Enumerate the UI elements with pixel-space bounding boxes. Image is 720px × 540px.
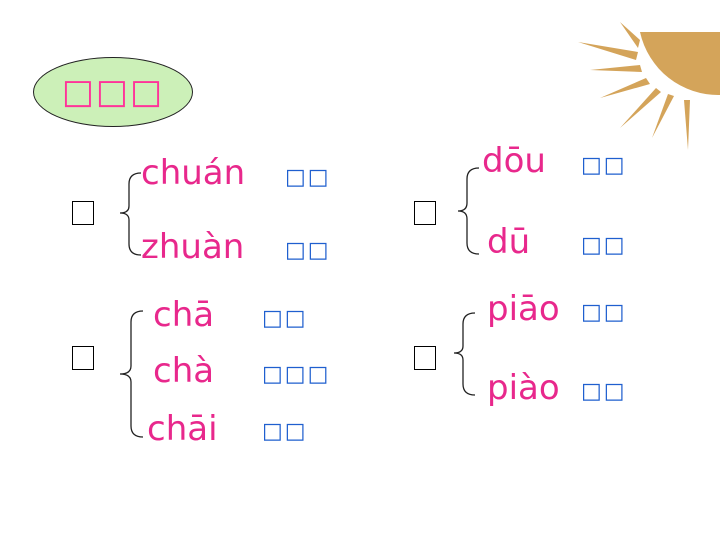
character-glyph <box>72 201 94 225</box>
brace <box>119 172 142 256</box>
pinyin-reading: chà <box>153 351 215 391</box>
pinyin-reading: chāi <box>147 409 218 449</box>
brace <box>119 310 144 438</box>
example-word: □□ <box>285 165 331 190</box>
example-word: □□□ <box>262 362 331 387</box>
pinyin-reading: zhuàn <box>141 227 245 267</box>
pinyin-reading: piào <box>487 368 560 408</box>
example-word: □□ <box>581 379 627 404</box>
character-glyph <box>414 346 436 370</box>
brace <box>457 167 480 255</box>
character-glyph <box>72 346 94 370</box>
example-word: □□ <box>581 153 627 178</box>
title-oval: □□□ <box>33 57 193 127</box>
pinyin-reading: chā <box>153 295 215 335</box>
example-word: □□ <box>581 300 627 325</box>
page-title: □□□ <box>61 72 165 112</box>
pinyin-reading: dū <box>487 222 531 262</box>
pinyin-reading: chuán <box>141 153 246 193</box>
pinyin-reading: dōu <box>482 141 546 181</box>
example-word: □□ <box>262 419 308 444</box>
example-word: □□ <box>581 233 627 258</box>
sun-icon <box>578 22 720 150</box>
pinyin-reading: piāo <box>487 289 560 329</box>
character-glyph <box>414 201 436 225</box>
example-word: □□ <box>285 238 331 263</box>
example-word: □□ <box>262 306 308 331</box>
brace <box>453 312 476 396</box>
